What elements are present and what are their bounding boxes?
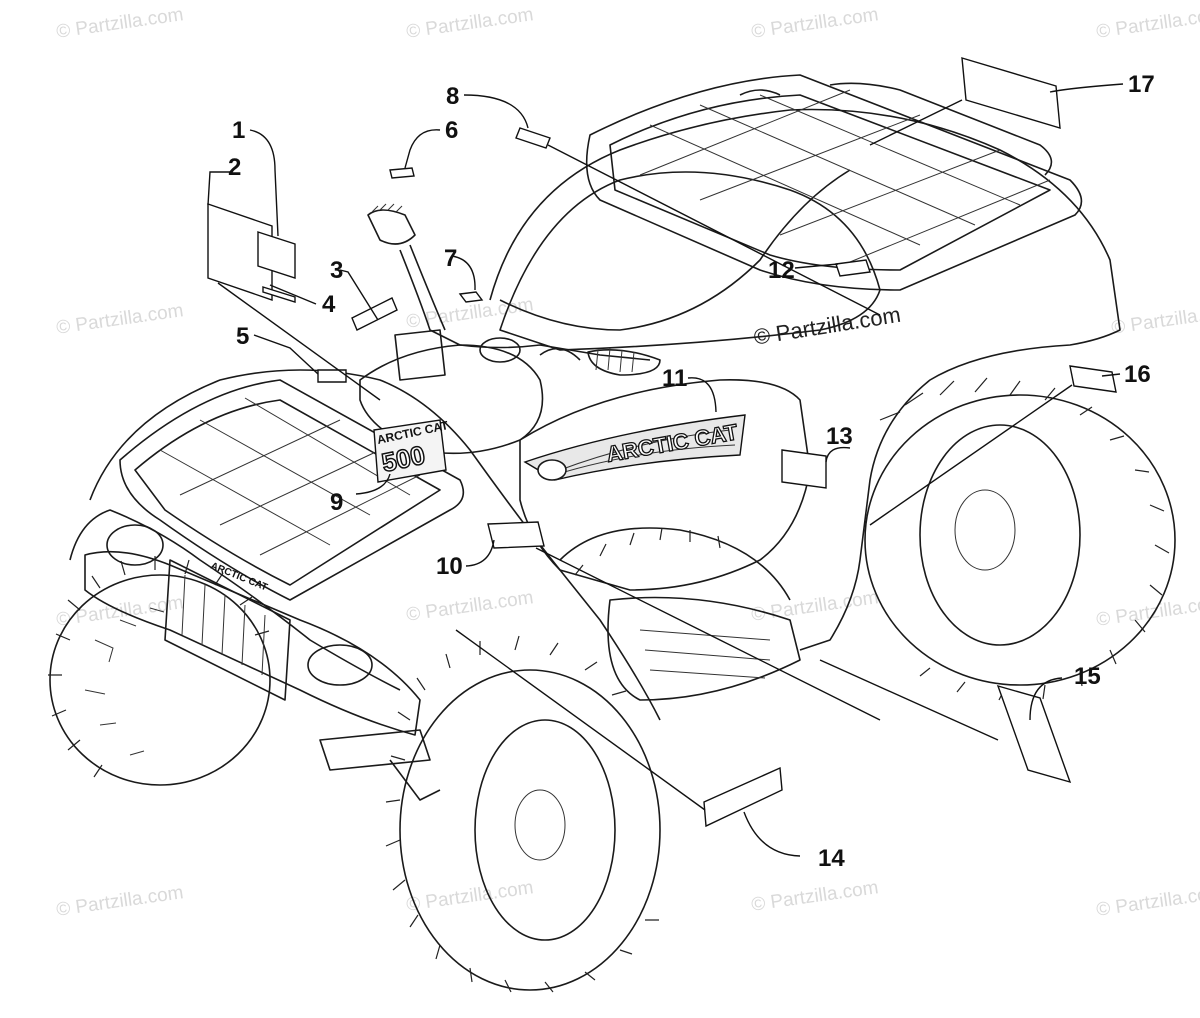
- callout-16: 16: [1124, 361, 1151, 388]
- callout-2: 2: [228, 154, 241, 181]
- decal-13: [781, 449, 827, 489]
- callout-14: 14: [818, 845, 845, 872]
- decals: [207, 57, 1117, 828]
- decal-8: [515, 127, 551, 149]
- rear-right-wheel: [864, 377, 1176, 701]
- side-logo-arctic-cat: ARCTIC CAT: [523, 414, 746, 481]
- decal-4: [262, 286, 296, 303]
- front-left-wheel: [48, 556, 271, 786]
- front-rack: [119, 379, 465, 601]
- front-right-wheel: [385, 635, 661, 993]
- decal-12: [835, 259, 871, 277]
- decal-2: [207, 203, 273, 301]
- svg-text:ARCTIC CAT: ARCTIC CAT: [209, 561, 269, 594]
- decal-17: [961, 57, 1061, 129]
- callout-13: 13: [826, 423, 853, 450]
- rear-left-wheel: [559, 527, 791, 601]
- decal-7: [458, 291, 484, 303]
- callout-11: 11: [662, 365, 687, 392]
- rear-rack: [585, 74, 1083, 291]
- callout-17: 17: [1128, 71, 1155, 98]
- callout-8: 8: [446, 83, 459, 110]
- leader-lines: [207, 83, 1124, 857]
- callout-9: 9: [330, 489, 343, 516]
- callout-5: 5: [236, 323, 249, 350]
- decal-6: [389, 167, 415, 179]
- callout-numbers: 1 2 3 4 5 6 7 8 9 10 11 12 13 14 15 16 1…: [228, 71, 1155, 872]
- decal-16: [1069, 365, 1117, 393]
- decal-1: [257, 231, 296, 279]
- decal-10: [487, 521, 545, 549]
- callout-7: 7: [444, 245, 457, 272]
- decal-14: [703, 766, 783, 828]
- callout-10: 10: [436, 553, 463, 580]
- callout-3: 3: [330, 257, 343, 284]
- callout-12: 12: [768, 257, 795, 284]
- tank-logo-500: ARCTIC CAT 500: [373, 418, 450, 483]
- decal-5: [317, 369, 347, 383]
- handlebars: [367, 203, 661, 381]
- callout-4: 4: [322, 291, 336, 318]
- callout-6: 6: [445, 117, 458, 144]
- decal-15: [996, 684, 1072, 784]
- callout-15: 15: [1074, 663, 1101, 690]
- callout-1: 1: [232, 117, 245, 144]
- grille-logo: ARCTIC CAT: [209, 561, 269, 594]
